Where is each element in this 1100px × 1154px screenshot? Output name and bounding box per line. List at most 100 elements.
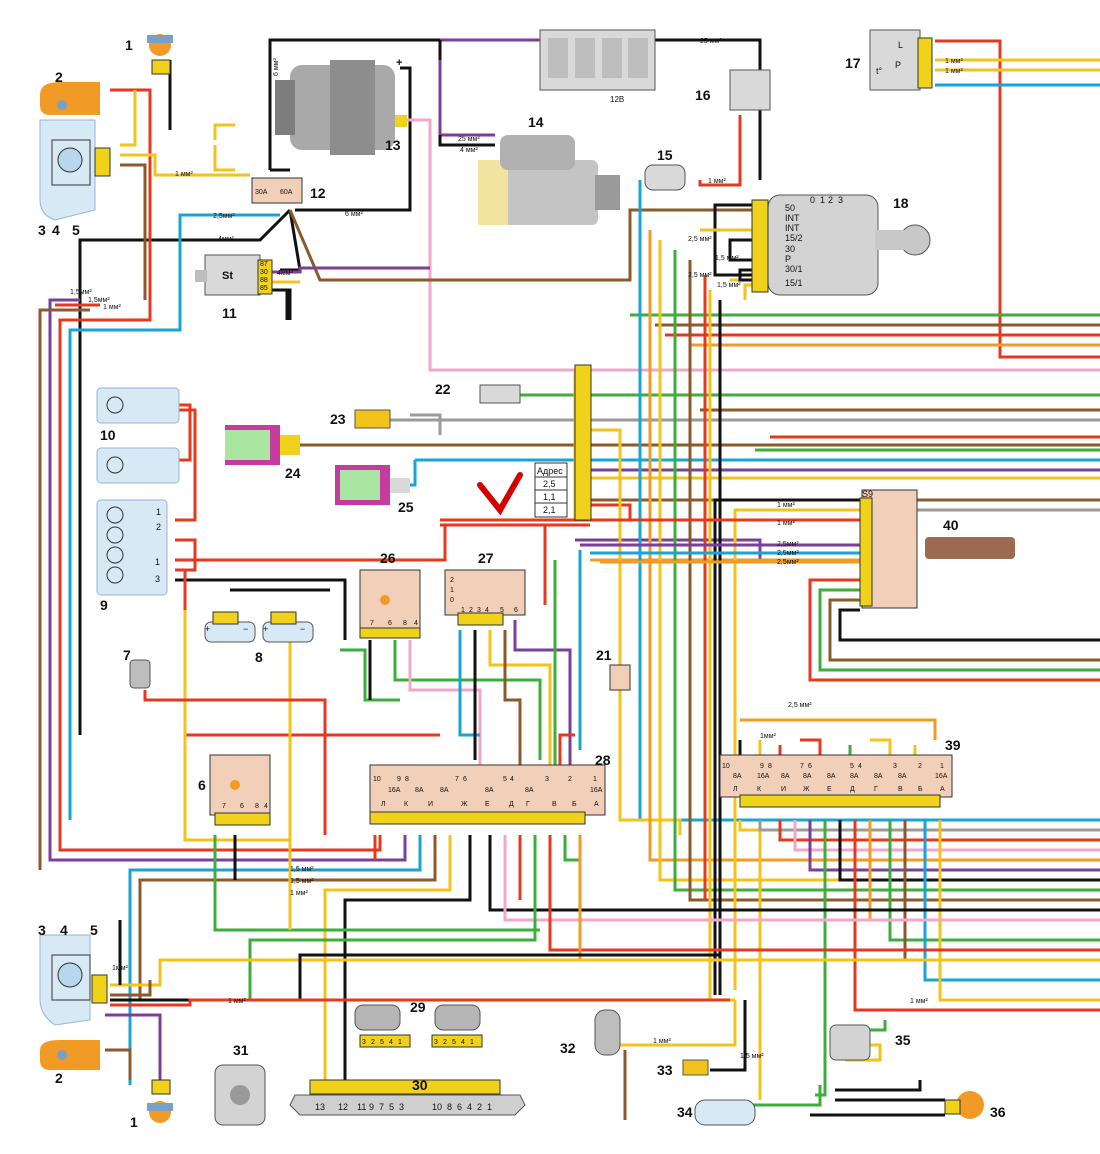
generator-plus: + [396,57,402,69]
svg-text:4: 4 [510,776,514,783]
svg-text:8A: 8A [440,787,449,794]
svg-text:В: В [898,786,903,793]
svg-text:8A: 8A [803,773,812,780]
svg-text:Ж: Ж [803,786,810,793]
gauge-32: 1 мм² [653,1038,671,1045]
label-33: 33 [657,1062,673,1078]
svg-text:8: 8 [255,803,259,810]
gauge-25-top: 25 мм² [700,38,722,45]
gauge-b2: 1,5 мм² [290,878,314,885]
battery-component [539,29,656,91]
svg-text:2: 2 [469,607,473,614]
label-5-bottom: 5 [90,922,98,938]
label-22: 22 [435,381,451,397]
svg-text:INT: INT [785,223,800,233]
gauge-39: 2,5 мм² [788,702,812,709]
svg-text:30: 30 [785,244,795,254]
gauge-40c: 2,5мм² [777,541,799,548]
gauge-b1: 1,5 мм² [290,866,314,873]
svg-text:3: 3 [545,776,549,783]
svg-text:8: 8 [403,620,407,627]
label-11: 11 [222,305,237,321]
label-23: 23 [330,411,346,427]
label-32: 32 [560,1040,576,1056]
svg-text:А: А [594,801,599,808]
label-17: 17 [845,55,861,71]
svg-text:2: 2 [443,1039,447,1046]
svg-text:7: 7 [222,803,226,810]
svg-text:1: 1 [156,507,161,517]
svg-text:30: 30 [260,269,268,276]
svg-text:Д: Д [509,801,514,808]
relay-11-pins: 87 30 88 85 [260,261,268,292]
connector-column [574,364,592,521]
red-check-mark [477,472,523,516]
label-2-top: 2 [55,69,63,85]
label-14: 14 [528,114,544,130]
svg-text:8: 8 [768,763,772,770]
svg-text:К: К [757,786,762,793]
svg-text:4: 4 [461,1039,465,1046]
gauge-1mm-15: 1 мм² [708,178,726,185]
svg-text:10: 10 [432,1102,442,1112]
svg-text:Е: Е [485,801,490,808]
label-30: 30 [412,1077,428,1093]
horn-32 [594,1009,621,1056]
svg-text:8A: 8A [415,787,424,794]
label-8: 8 [255,649,263,665]
gauge-ign1: 2,5 мм² [688,236,712,243]
fuse-box-39 [719,754,953,808]
gauge-4-gen: 4 мм² [460,147,478,154]
svg-text:1: 1 [820,195,825,205]
label-24: 24 [285,465,301,481]
lamp-1-bottom [147,1079,173,1123]
svg-text:3: 3 [893,763,897,770]
label-1-top: 1 [125,37,133,53]
svg-text:1: 1 [940,763,944,770]
lamp-1-top [147,34,173,75]
svg-text:15/1: 15/1 [785,278,803,288]
svg-text:Ж: Ж [461,801,468,808]
svg-text:1: 1 [450,587,454,594]
gauge-33: 1,5 мм² [740,1053,764,1060]
relay-26 [359,569,421,639]
motor-29b [431,1004,483,1048]
relay-pin-labels: 7 6 8 4 7 6 8 4 2 1 0 1 2 3 4 5 6 [222,577,518,810]
label-4-top: 4 [52,222,60,238]
label-2-bottom: 2 [55,1070,63,1086]
gauge-6mm-a: 6 мм² [273,58,280,76]
svg-text:2: 2 [477,1102,482,1112]
svg-text:7: 7 [370,620,374,627]
svg-text:16A: 16A [757,773,770,780]
label-35: 35 [895,1032,911,1048]
fuse-block-12 [251,177,303,204]
svg-text:1: 1 [155,557,160,567]
gauge-39b: 1мм² [760,733,777,740]
svg-text:INT: INT [785,213,800,223]
label-16: 16 [695,87,711,103]
gauge-1mm-5: 1 мм² [175,171,193,178]
svg-text:3: 3 [362,1039,366,1046]
label-1-bottom: 1 [130,1114,138,1130]
svg-text:P: P [895,60,901,70]
svg-text:8: 8 [405,776,409,783]
svg-text:8A: 8A [898,773,907,780]
gauge-left1: 1,5мм² [70,289,92,296]
component-31 [214,1064,266,1126]
svg-text:Л: Л [381,801,386,808]
gauge-40e: 2,5мм² [777,559,799,566]
lamp-10a [96,387,180,424]
svg-text:4: 4 [264,803,268,810]
svg-text:4: 4 [389,1039,393,1046]
svg-text:P: P [785,254,791,264]
label-7: 7 [123,647,131,663]
gauge-6mm-b: 6 мм² [345,211,363,218]
svg-text:А: А [940,786,945,793]
svg-text:1: 1 [487,1102,492,1112]
svg-text:6: 6 [388,620,392,627]
label-26: 26 [380,550,396,566]
gauge-right: 1 мм² [910,998,928,1005]
svg-text:1: 1 [398,1039,402,1046]
turn-signal-2-top [40,82,100,115]
svg-text:3: 3 [155,574,160,584]
